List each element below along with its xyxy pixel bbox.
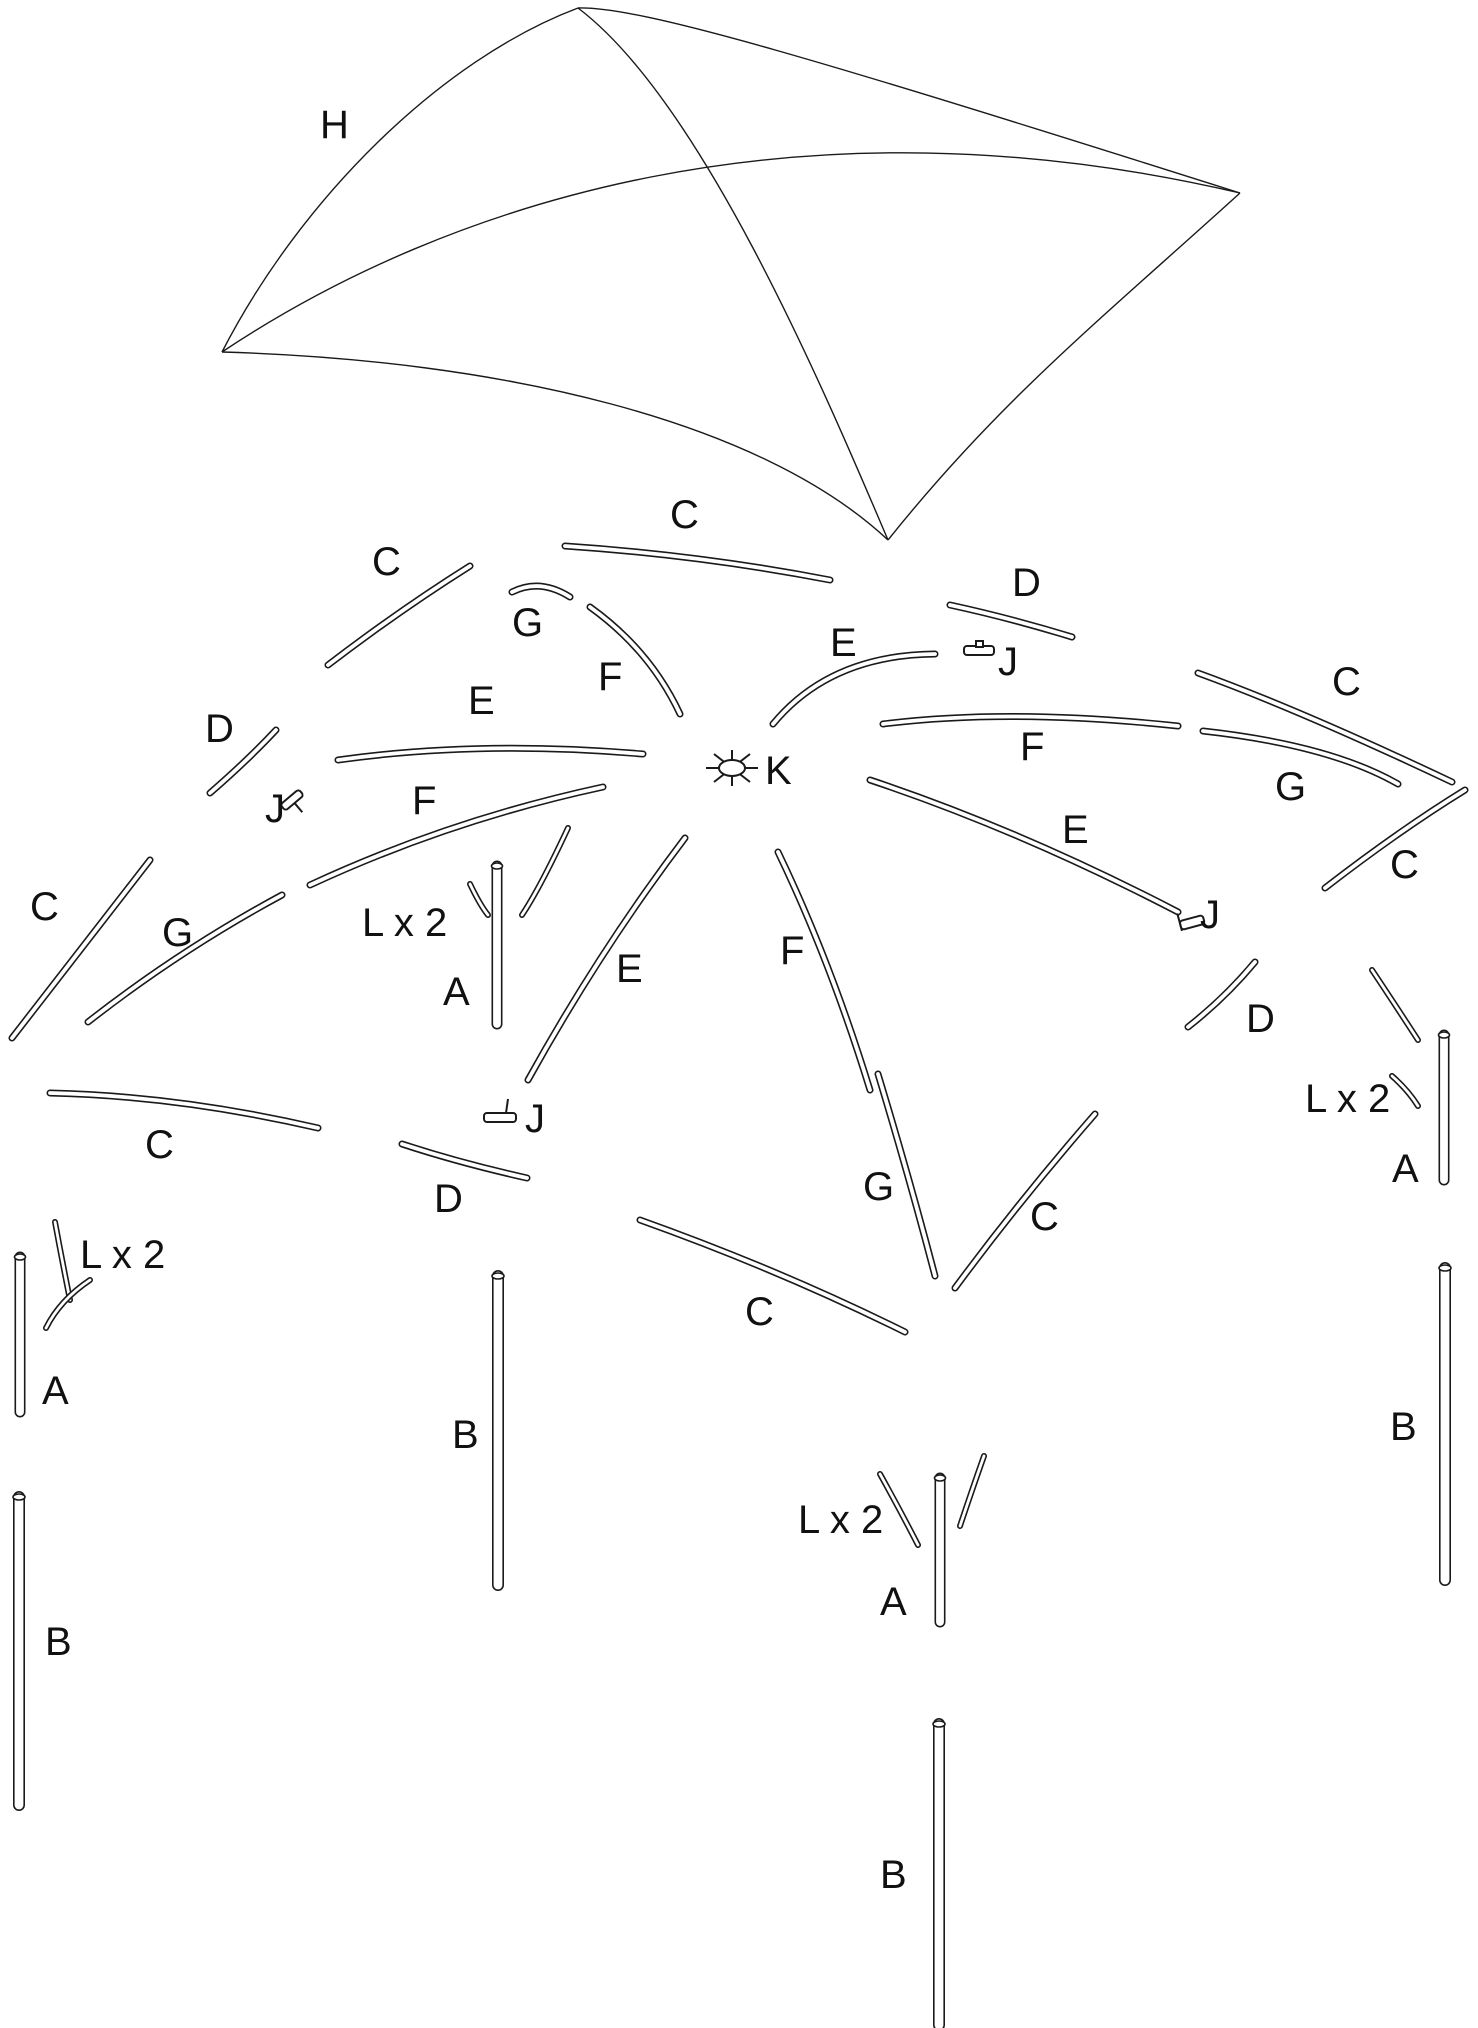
label-c-bottom: C bbox=[745, 1290, 774, 1334]
rafter-e-top-right bbox=[769, 650, 939, 728]
rafter-c-right-top bbox=[1194, 669, 1456, 786]
hub-connector-k bbox=[706, 750, 758, 786]
rafter-c-top bbox=[561, 542, 834, 584]
leg-a-center-cap bbox=[490, 862, 504, 870]
leg-b-bottom-cap bbox=[932, 1720, 946, 1728]
label-c-left: C bbox=[30, 885, 59, 929]
rafter-c-bottom bbox=[636, 1216, 909, 1336]
rafter-g-right bbox=[1199, 727, 1402, 788]
label-e-right: E bbox=[1062, 808, 1089, 852]
label-l-bottom: L x 2 bbox=[798, 1498, 883, 1542]
label-j-right: J bbox=[1200, 893, 1220, 937]
leg-part-b-group bbox=[12, 1262, 1452, 2028]
rafter-e-center bbox=[334, 744, 647, 764]
label-f-lower: F bbox=[780, 929, 804, 973]
leg-b-right-cap bbox=[1438, 1264, 1452, 1272]
label-g-lower: G bbox=[863, 1165, 894, 1209]
rafter-g-left bbox=[84, 891, 286, 1026]
canopy-part-h bbox=[221, 7, 1241, 541]
rafter-g-lower bbox=[874, 1070, 939, 1280]
label-c-top: C bbox=[670, 493, 699, 537]
connector-j-parts bbox=[280, 640, 1206, 1123]
leg-a-right-cap bbox=[1437, 1031, 1451, 1039]
label-j-top-right: J bbox=[998, 640, 1018, 684]
rafter-tubes bbox=[8, 542, 1469, 1336]
label-a-right: A bbox=[1392, 1147, 1419, 1191]
brace-l-bottom-1 bbox=[877, 1471, 921, 1548]
label-d-left: D bbox=[205, 707, 234, 751]
rafter-d-left bbox=[206, 726, 280, 797]
label-e-lower: E bbox=[616, 947, 643, 991]
label-h: H bbox=[320, 103, 349, 147]
brace-l-right-2 bbox=[1389, 1073, 1421, 1109]
rafter-c-lower-right bbox=[951, 1110, 1099, 1292]
label-b-center: B bbox=[452, 1413, 479, 1457]
label-l-center: L x 2 bbox=[362, 901, 447, 945]
leg-b-left-cap bbox=[12, 1493, 26, 1501]
rafter-f-right bbox=[879, 712, 1182, 730]
rafter-f-lower bbox=[774, 848, 874, 1094]
rafter-e-lower bbox=[524, 834, 689, 1084]
connector-j-middle bbox=[483, 1098, 517, 1123]
leg-a-left-cap bbox=[13, 1253, 27, 1261]
connector-j-top-right bbox=[963, 640, 995, 656]
label-c-right-top: C bbox=[1332, 660, 1361, 704]
label-f-left: F bbox=[412, 779, 436, 823]
label-f-top: F bbox=[598, 655, 622, 699]
label-b-bottom: B bbox=[880, 1853, 907, 1897]
rafter-g-top bbox=[508, 582, 574, 601]
label-d-right: D bbox=[1246, 997, 1275, 1041]
label-k: K bbox=[765, 749, 792, 793]
label-g-right: G bbox=[1275, 765, 1306, 809]
brace-l-bottom-2 bbox=[957, 1453, 987, 1529]
label-c-lower-left: C bbox=[145, 1123, 174, 1167]
rafter-d-middle bbox=[398, 1140, 531, 1182]
label-g-left: G bbox=[162, 911, 193, 955]
label-a-left: A bbox=[42, 1369, 69, 1413]
label-f-right: F bbox=[1020, 725, 1044, 769]
label-c-lower-right: C bbox=[1030, 1195, 1059, 1239]
label-a-bottom: A bbox=[880, 1580, 907, 1624]
rafter-c-upper-left bbox=[324, 562, 474, 669]
rafter-f-left bbox=[306, 783, 607, 889]
label-l-left: L x 2 bbox=[80, 1233, 165, 1277]
label-b-left: B bbox=[45, 1620, 72, 1664]
label-l-right: L x 2 bbox=[1305, 1077, 1390, 1121]
part-labels: H K C C C C C C C C D D D D E E E E F F … bbox=[30, 103, 1419, 1897]
connector-j-left bbox=[280, 789, 304, 813]
leg-a-bottom-cap bbox=[933, 1474, 947, 1482]
label-e-center: E bbox=[468, 679, 495, 723]
label-d-middle: D bbox=[434, 1177, 463, 1221]
label-d-top-right: D bbox=[1012, 561, 1041, 605]
label-c-upper-left: C bbox=[372, 540, 401, 584]
label-g-top: G bbox=[512, 601, 543, 645]
brace-l-left-2 bbox=[43, 1277, 93, 1331]
label-j-left: J bbox=[265, 787, 285, 831]
label-b-right: B bbox=[1390, 1405, 1417, 1449]
label-a-center: A bbox=[443, 970, 470, 1014]
leg-b-center-cap bbox=[491, 1272, 505, 1280]
leg-part-a-group bbox=[13, 825, 1451, 1628]
connector-j-right bbox=[1176, 913, 1206, 932]
rafter-e-right bbox=[866, 776, 1182, 916]
brace-l-center-1 bbox=[467, 881, 491, 918]
rafter-c-left bbox=[8, 856, 154, 1042]
label-c-right: C bbox=[1390, 843, 1419, 887]
rafter-c-right bbox=[1321, 786, 1469, 892]
brace-l-left-1 bbox=[52, 1219, 73, 1303]
rafter-d-top-right bbox=[946, 601, 1076, 641]
brace-l-right-1 bbox=[1369, 967, 1421, 1043]
rafter-c-lower-left bbox=[46, 1089, 322, 1132]
rafter-d-right bbox=[1184, 958, 1259, 1031]
brace-l-center-2 bbox=[519, 825, 571, 918]
label-e-top-right: E bbox=[830, 621, 857, 665]
rafter-f-top bbox=[586, 603, 684, 718]
label-j-middle: J bbox=[525, 1097, 545, 1141]
